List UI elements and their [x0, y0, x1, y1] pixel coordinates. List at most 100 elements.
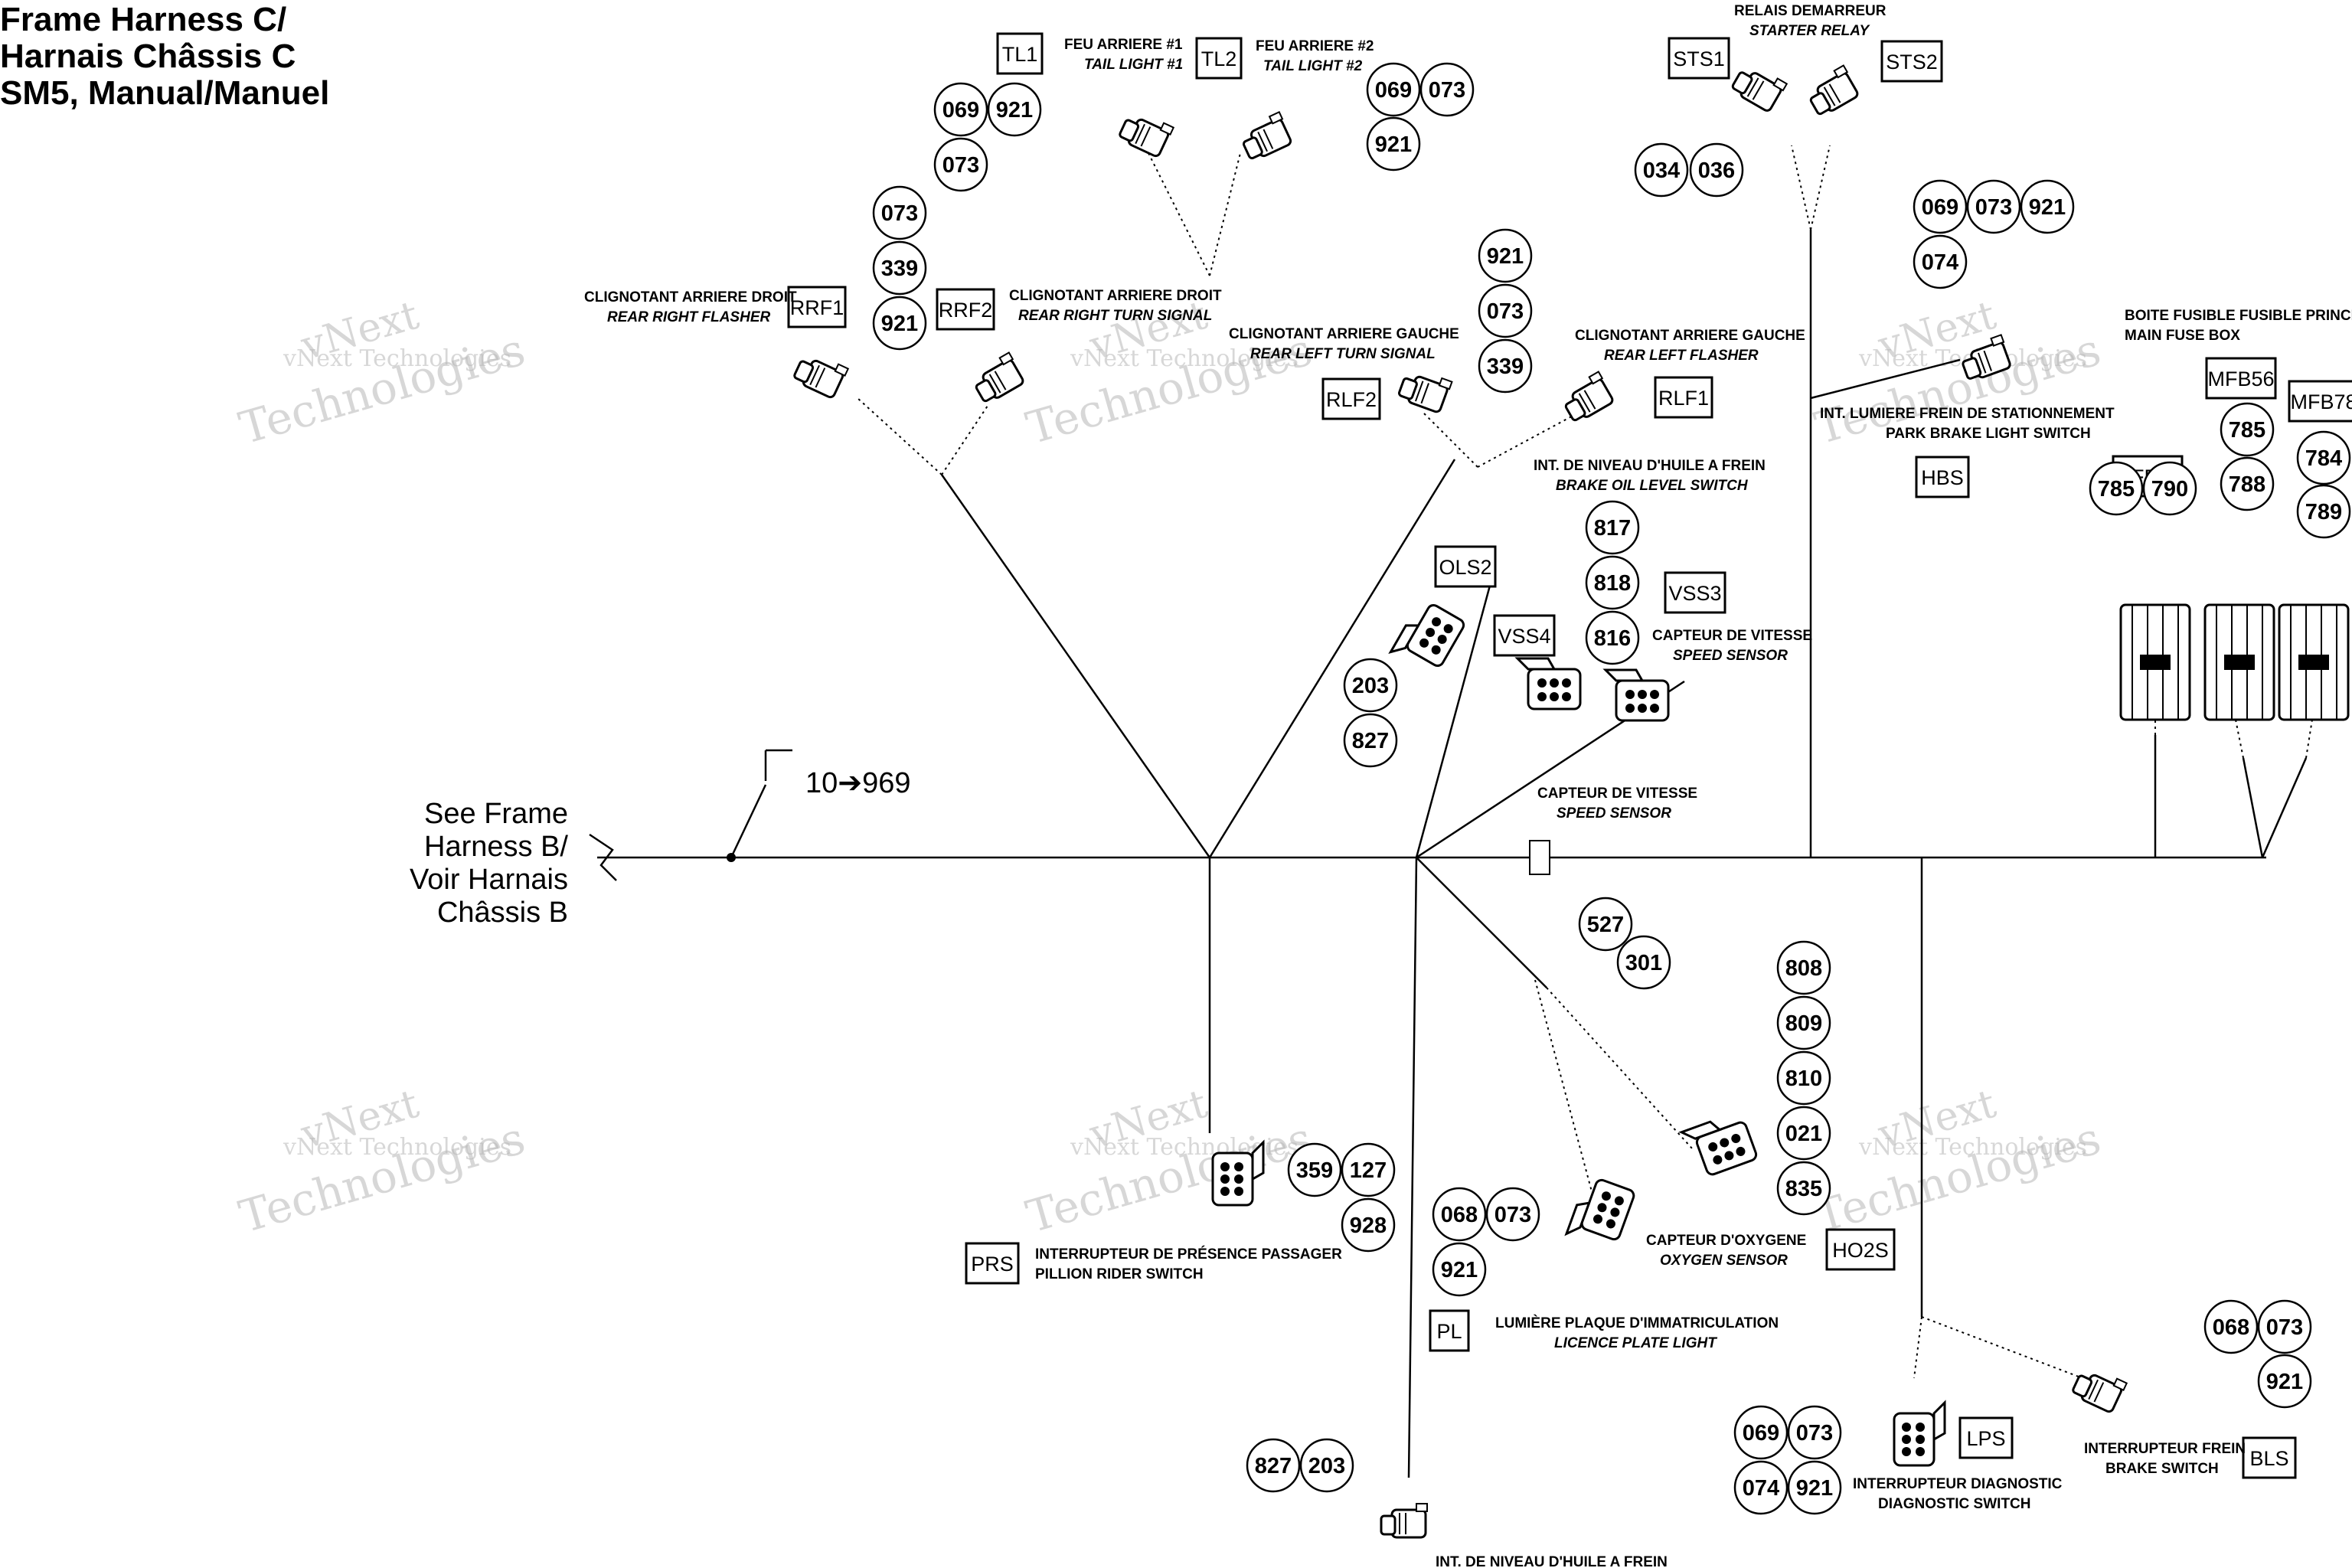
wire-number-text: 921 — [1441, 1258, 1478, 1282]
code-tl2: TL2 — [1201, 47, 1237, 70]
title-line-3: SM5, Manual/Manuel — [0, 74, 329, 112]
wire-number-prs-1: 127 — [1341, 1142, 1396, 1197]
wire-circle — [1343, 713, 1398, 768]
connector-graphics — [791, 59, 2350, 1539]
label-vss3-en: SPEED SENSOR — [1673, 648, 1788, 664]
wire-circle — [1733, 1460, 1788, 1515]
splice-label: 10➔969 — [805, 767, 911, 799]
wire-number-sts-0: 034 — [1634, 142, 1689, 198]
wire-number-hbs-2: 921 — [2020, 179, 2075, 234]
label-ho2s-fr: CAPTEUR D'OXYGENE — [1646, 1233, 1806, 1249]
code-vss3: VSS3 — [1668, 582, 1721, 605]
wire-number-text: 921 — [1487, 244, 1524, 269]
wire-number-lps-1: 073 — [1787, 1405, 1842, 1460]
wire-number-bls-1: 073 — [2257, 1299, 2312, 1354]
wire-circle — [933, 82, 988, 137]
wire-number-prs-0: 359 — [1287, 1142, 1342, 1197]
wire-circle — [1578, 897, 1633, 952]
wire-number-text: 021 — [1785, 1122, 1822, 1146]
wire-number-text: 816 — [1594, 626, 1631, 651]
wire-number-text: 127 — [1350, 1158, 1387, 1183]
wire-number-vss-0: 817 — [1585, 500, 1640, 555]
watermark-line-6: vNext Technologies — [1858, 1134, 2087, 1161]
wire-circle — [1287, 1142, 1342, 1197]
code-mfb78: MFB78 — [2290, 390, 2352, 413]
label-bls-fr: INTERRUPTEUR FREIN — [2084, 1441, 2246, 1457]
code-sts2: STS2 — [1886, 51, 1938, 74]
wire-number-text: 073 — [1796, 1421, 1833, 1446]
wire-number-mfb34-0: 785 — [2089, 461, 2144, 516]
label-ols2-en: BRAKE OIL LEVEL SWITCH — [1556, 478, 1749, 494]
wire-number-text: 073 — [2266, 1315, 2303, 1340]
wire-number-lps-2: 074 — [1733, 1460, 1788, 1515]
wire-number-mfb34-1: 790 — [2142, 461, 2197, 516]
wire-number-text: 069 — [1922, 195, 1958, 220]
wire-number-hbs-3: 074 — [1913, 234, 1968, 289]
wire-number-text: 921 — [881, 312, 918, 336]
wire-number-tl1-1: 921 — [987, 82, 1042, 137]
wire-number-text: 921 — [2029, 195, 2066, 220]
wire-number-ols2-1: 827 — [1343, 713, 1398, 768]
wire-number-ho2s-0: 808 — [1776, 940, 1831, 995]
watermark-line-2: vNext Technologies — [1070, 345, 1298, 372]
wire-number-pl-1: 073 — [1485, 1187, 1540, 1242]
label-ols1-fr: INT. DE NIVEAU D'HUILE A FREIN — [1436, 1554, 1668, 1568]
label-rrf1-en: REAR RIGHT FLASHER — [607, 309, 771, 325]
label-tl1-fr: FEU ARRIERE #1 — [1064, 37, 1183, 53]
wire-circle — [1341, 1142, 1396, 1197]
label-rrf2-en: REAR RIGHT TURN SIGNAL — [1018, 308, 1212, 324]
label-starter-fr: RELAIS DEMARREUR — [1734, 3, 1886, 19]
wire-number-text: 073 — [1487, 299, 1524, 324]
code-vss4: VSS4 — [1498, 625, 1550, 648]
label-rlf1-en: REAR LEFT FLASHER — [1604, 348, 1759, 364]
wire-number-text: 817 — [1594, 516, 1631, 541]
label-rrf1-fr: CLIGNOTANT ARRIERE DROIT — [584, 289, 797, 305]
wire-number-text: 359 — [1296, 1158, 1333, 1183]
wire-circle — [1634, 142, 1689, 198]
wire-number-text: 818 — [1594, 571, 1631, 596]
wire-number-text: 069 — [1743, 1421, 1779, 1446]
label-starter-en: STARTER RELAY — [1749, 23, 1871, 39]
label-hbs-en: PARK BRAKE LIGHT SWITCH — [1886, 426, 2091, 442]
wire-number-text: 069 — [942, 98, 979, 122]
code-mfb56: MFB56 — [2207, 368, 2274, 390]
wire-number-text: 928 — [1350, 1214, 1387, 1238]
label-vss4-fr: CAPTEUR DE VITESSE — [1537, 786, 1697, 802]
wire-circle — [1787, 1405, 1842, 1460]
component-labels: FEU ARRIERE #1 TAIL LIGHT #1 FEU ARRIERE… — [584, 3, 2352, 1568]
wire-number-text: 808 — [1785, 956, 1822, 981]
wire-circle — [1419, 62, 1475, 117]
wire-number-text: 784 — [2305, 446, 2342, 471]
wire-number-text: 339 — [881, 256, 918, 281]
see-line-4: Châssis B — [437, 897, 568, 929]
wire-circle — [1478, 338, 1533, 394]
code-ho2s: HO2S — [1832, 1239, 1889, 1262]
wire-number-hbs-1: 073 — [1966, 179, 2021, 234]
code-tl1: TL1 — [1002, 43, 1038, 66]
wire-number-text: 788 — [2229, 472, 2265, 497]
wire-number-text: 073 — [1494, 1203, 1531, 1227]
wire-number-text: 835 — [1785, 1177, 1822, 1201]
wire-number-ols1-0: 827 — [1246, 1438, 1301, 1493]
wire-circle — [1776, 1106, 1831, 1161]
wire-number-vss-2: 816 — [1585, 610, 1640, 665]
label-hbs-fr: INT. LUMIERE FREIN DE STATIONNEMENT — [1820, 406, 2115, 422]
code-rrf2: RRF2 — [939, 299, 993, 322]
wire-circle — [1246, 1438, 1301, 1493]
wire-number-splice527-0: 527 — [1578, 897, 1633, 952]
wire-number-text: 203 — [1352, 674, 1389, 698]
wire-circle — [2142, 461, 2197, 516]
wire-number-text: 921 — [2266, 1370, 2303, 1394]
wire-number-mfb78-0: 784 — [2296, 430, 2351, 485]
wire-number-text: 074 — [1922, 250, 1958, 275]
wire-number-ols1-1: 203 — [1299, 1438, 1354, 1493]
label-prs-en: PILLION RIDER SWITCH — [1035, 1266, 1204, 1282]
code-lps: LPS — [1966, 1427, 2005, 1450]
wire-number-text: 068 — [2213, 1315, 2249, 1340]
wire-number-lps-0: 069 — [1733, 1405, 1788, 1460]
wire-circle — [1478, 228, 1533, 283]
wire-number-pl-0: 068 — [1432, 1187, 1487, 1242]
wire-circle — [1478, 283, 1533, 338]
wire-number-tl2-2: 921 — [1366, 116, 1421, 172]
wire-number-text: 810 — [1785, 1067, 1822, 1091]
